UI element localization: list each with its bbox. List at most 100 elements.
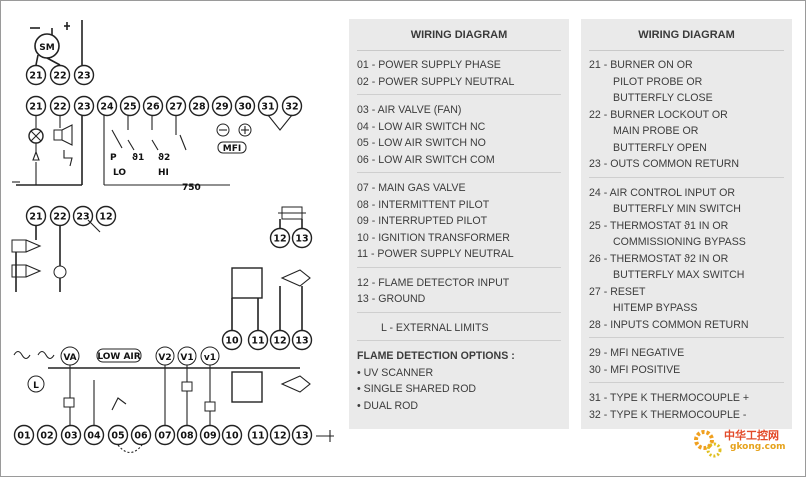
- valve-coil-icon: [11, 239, 27, 253]
- t750-label: 750: [182, 183, 201, 193]
- legend-item: 04 - LOW AIR SWITCH NC: [357, 120, 486, 133]
- mfi-label: MFI: [223, 144, 241, 154]
- flame-detection-option: • UV SCANNER: [357, 366, 434, 379]
- legend-item: 12 - FLAME DETECTOR INPUT: [357, 276, 510, 289]
- legend-item: 06 - LOW AIR SWITCH COM: [357, 153, 495, 166]
- terminal-23: 23: [72, 205, 94, 227]
- low-air-switch-icon: [111, 397, 127, 411]
- svg-text:09: 09: [203, 431, 216, 442]
- flame-detection-options-title: FLAME DETECTION OPTIONS :: [357, 350, 515, 362]
- svg-text:22: 22: [53, 102, 66, 113]
- terminal-32: 32: [281, 95, 303, 117]
- terminal-22: 22: [49, 205, 71, 227]
- legend-item: 23 - OUTS COMMON RETURN: [589, 158, 740, 170]
- badge-v1-small-label: v1: [204, 353, 216, 363]
- mid-left-devices: [11, 219, 101, 292]
- legend-item: 31 - TYPE K THERMOCOUPLE +: [589, 392, 750, 404]
- svg-text:23: 23: [76, 212, 89, 223]
- hi-label: HI: [158, 168, 169, 178]
- terminal-30: 30: [234, 95, 256, 117]
- jumper-icon: [117, 444, 143, 454]
- legend-item: 13 - GROUND: [357, 293, 426, 305]
- svg-text:10: 10: [225, 336, 239, 347]
- svg-text:02: 02: [40, 431, 53, 442]
- mid-terminals: 21 22 23 12: [25, 205, 117, 227]
- terminal-12: 12: [269, 329, 291, 351]
- legend-group: 31 - TYPE K THERMOCOUPLE +32 - TYPE K TH…: [589, 390, 784, 427]
- terminal-26: 26: [142, 95, 164, 117]
- panel-right-title: WIRING DIAGRAM: [589, 19, 784, 51]
- legend-group: 12 - FLAME DETECTOR INPUT 13 - GROUND: [357, 275, 561, 313]
- legend-item: 30 - MFI POSITIVE: [589, 363, 681, 376]
- transformer-icon: [231, 267, 263, 299]
- svg-text:12: 12: [273, 336, 286, 347]
- p-label: P: [110, 153, 117, 163]
- terminal-23: 23: [73, 95, 95, 117]
- terminal-13: 13: [291, 424, 313, 446]
- legend-item: 28 - INPUTS COMMON RETURN: [589, 318, 749, 331]
- sm-label: SM: [39, 43, 54, 53]
- svg-text:03: 03: [64, 431, 77, 442]
- watermark: 中华工控网 gkong.com: [690, 424, 800, 464]
- legend-item: 26 - THERMOSTAT ϑ2 IN OR: [589, 252, 729, 265]
- badge-va-label: VA: [63, 353, 76, 363]
- legend-item: BUTTERFLY OPEN: [613, 141, 707, 154]
- legend-item: BUTTERFLY CLOSE: [613, 92, 713, 104]
- svg-text:07: 07: [158, 431, 171, 442]
- svg-text:30: 30: [238, 102, 252, 113]
- svg-text:11: 11: [251, 336, 264, 347]
- svg-text:21: 21: [29, 71, 42, 82]
- svg-text:10: 10: [225, 431, 239, 442]
- svg-text:12: 12: [99, 212, 112, 223]
- legend-item: 05 - LOW AIR SWITCH NO: [357, 137, 486, 149]
- flame-detection-option: • SINGLE SHARED ROD: [357, 383, 477, 395]
- legend-item: MAIN PROBE OR: [613, 125, 699, 137]
- burner-nozzle-icon: [280, 269, 311, 287]
- valve-coil-icon-2: [11, 264, 27, 278]
- terminal-12: 12: [269, 424, 291, 446]
- legend-item: HITEMP BYPASS: [613, 302, 698, 314]
- watermark-line1: 中华工控网: [724, 429, 779, 442]
- terminal-13: 13: [291, 329, 313, 351]
- badge-v1-label: V1: [180, 353, 193, 363]
- terminal-04: 04: [83, 424, 105, 446]
- right-mid-terminals: 10 11 12 13: [221, 329, 313, 351]
- limit-icon: [27, 375, 45, 393]
- thermocouple-icon: [267, 114, 293, 131]
- legend-item: 22 - BURNER LOCKOUT OR: [589, 108, 728, 121]
- legend-item: 02 - POWER SUPPLY NEUTRAL: [357, 75, 515, 88]
- svg-text:01: 01: [17, 431, 30, 442]
- l-label: L: [33, 381, 39, 391]
- terminal-27: 27: [165, 95, 187, 117]
- legend-group: 03 - AIR VALVE (FAN)04 - LOW AIR SWITCH …: [357, 102, 561, 173]
- svg-text:29: 29: [215, 102, 228, 113]
- low-air-label: LOW AIR: [97, 352, 140, 362]
- terminal-12: 12: [95, 205, 117, 227]
- legend-item: 11 - POWER SUPPLY NEUTRAL: [357, 248, 514, 260]
- low-air-badge: [96, 348, 142, 363]
- legend-item: 27 - RESET: [589, 285, 646, 298]
- terminal-09: 09: [199, 424, 221, 446]
- svg-text:11: 11: [251, 431, 264, 442]
- svg-text:06: 06: [134, 431, 148, 442]
- terminal-08: 08: [176, 424, 198, 446]
- terminal-25: 25: [119, 95, 141, 117]
- svg-text:32: 32: [285, 102, 298, 113]
- terminal-21: 21: [25, 205, 47, 227]
- svg-text:13: 13: [295, 336, 308, 347]
- terminal-10: 10: [221, 424, 243, 446]
- ignition-transformer-block: [231, 267, 311, 330]
- terminal-22: 22: [49, 95, 71, 117]
- gear-logo-icon: [694, 430, 722, 458]
- terminal-02: 02: [36, 424, 58, 446]
- fuse-icon: [53, 265, 67, 279]
- svg-text:21: 21: [29, 212, 42, 223]
- terminal-24: 24: [96, 95, 118, 117]
- theta2-label: ϑ2: [158, 153, 170, 163]
